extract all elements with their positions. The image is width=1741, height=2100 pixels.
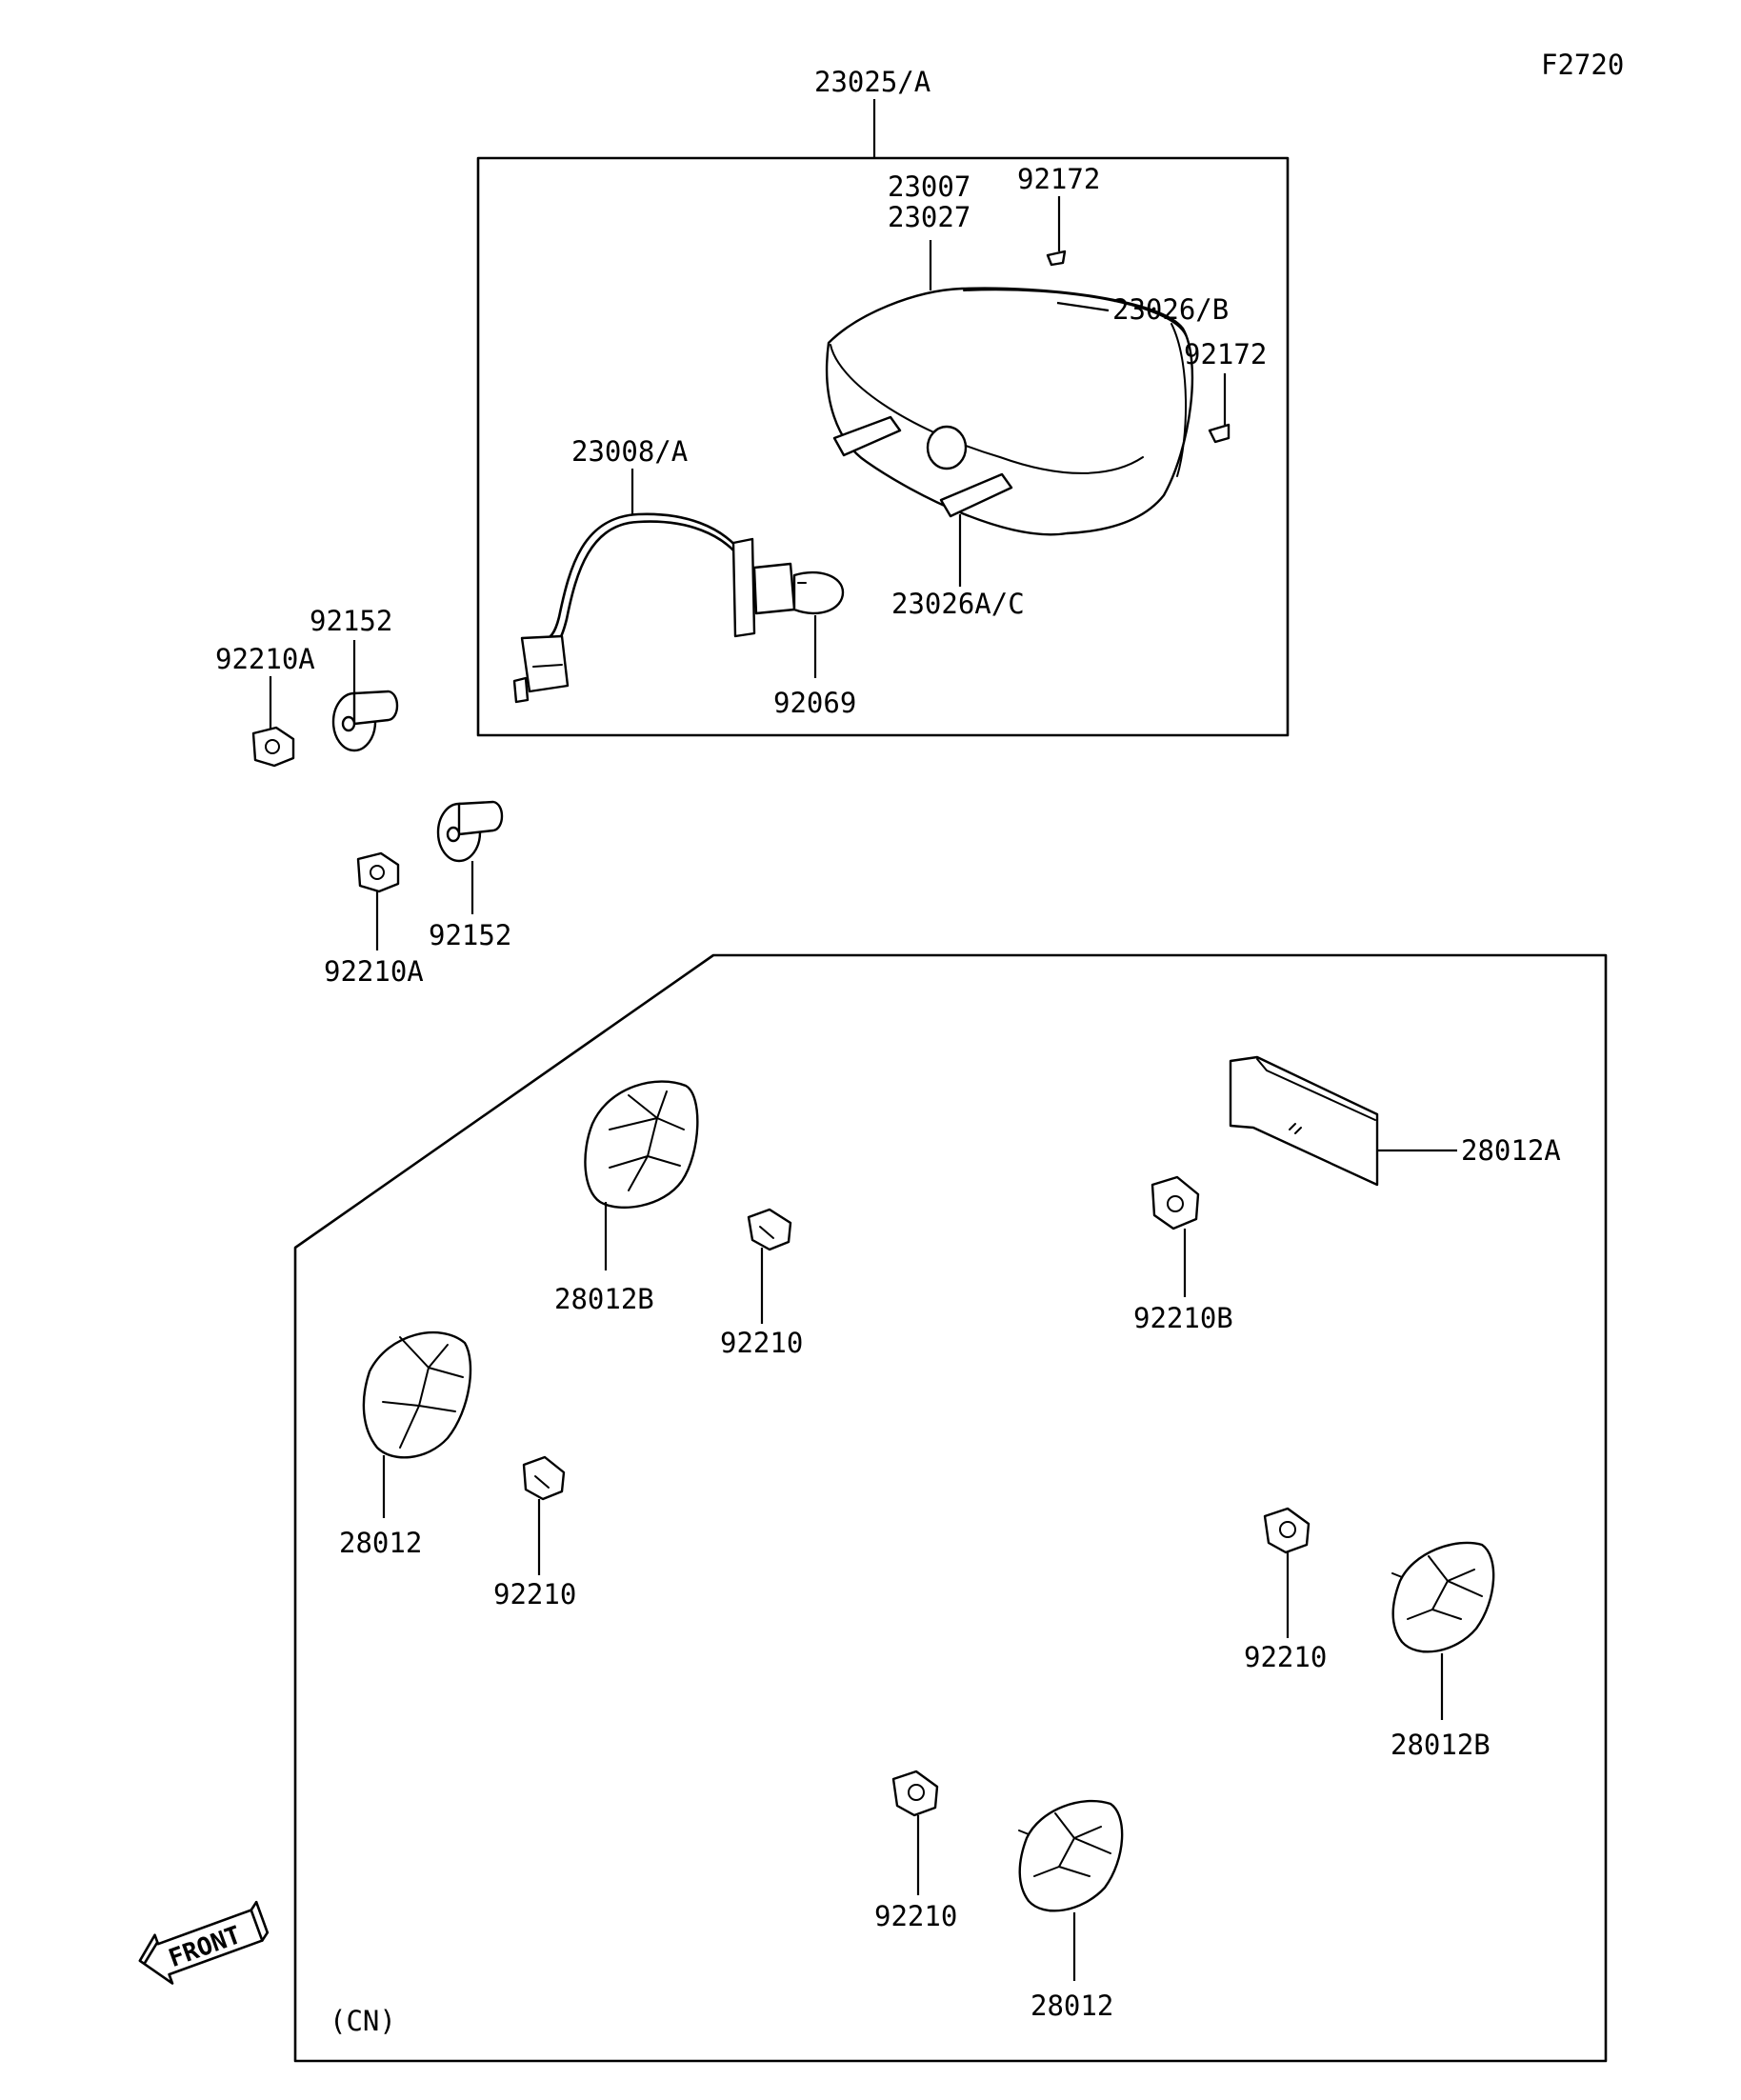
grommet-92152-a [331,690,399,752]
screw-92172-top [1046,250,1067,267]
label-92210a-b: 92210A [324,955,424,988]
label-23007: 23007 [888,170,971,203]
label-92210b: 92210B [1133,1302,1233,1334]
label-92152-b: 92152 [429,919,511,951]
figure-code: F2720 [1541,49,1624,81]
label-23027: 23027 [888,201,971,233]
nut-92210b [1151,1175,1200,1230]
nut-92210-upper [747,1208,792,1251]
screw-92172-right [1208,423,1231,444]
nut-92210-right [1263,1507,1311,1554]
reflector-28012-bottom [1018,1799,1124,1912]
label-92172-right: 92172 [1184,338,1267,370]
label-23026b: 23026/B [1112,293,1229,326]
nut-92210-left [522,1455,566,1501]
front-label: FRONT [165,1921,245,1973]
label-23025a: 23025/A [814,66,931,98]
label-92210a-a: 92210A [215,643,315,675]
label-28012a: 28012A [1461,1134,1561,1167]
reflector-28012b-upper [584,1080,699,1209]
label-28012b-right: 28012B [1391,1729,1491,1761]
nut-92210-bottom [891,1770,939,1817]
nut-92210a-a [251,726,295,768]
wiring-harness [512,512,845,704]
nut-92210a-b [356,851,400,893]
label-92210-right: 92210 [1244,1641,1327,1673]
label-23008a: 23008/A [571,435,688,468]
label-92069: 92069 [773,687,856,719]
headlamp-housing [825,287,1194,536]
grommet-92152-b [436,800,504,863]
label-92210-bottom: 92210 [874,1900,957,1932]
assembly-box [476,156,1290,737]
label-92210-upper: 92210 [720,1327,803,1359]
label-28012b-upper: 28012B [554,1283,654,1315]
label-28012-left: 28012 [339,1527,422,1559]
region-note: (CN) [330,2005,396,2037]
reflector-28012a [1229,1055,1379,1187]
reflector-28012b-right [1391,1541,1495,1653]
label-92172-top: 92172 [1017,163,1100,195]
reflector-28012-left [362,1330,472,1459]
label-28012-bottom: 28012 [1031,1990,1113,2022]
cn-variant-box [293,953,1608,2063]
label-92152-a: 92152 [310,605,392,637]
label-92210-left: 92210 [493,1578,576,1610]
front-arrow-icon: FRONT [138,1900,270,1985]
label-23026ac: 23026A/C [891,588,1025,620]
